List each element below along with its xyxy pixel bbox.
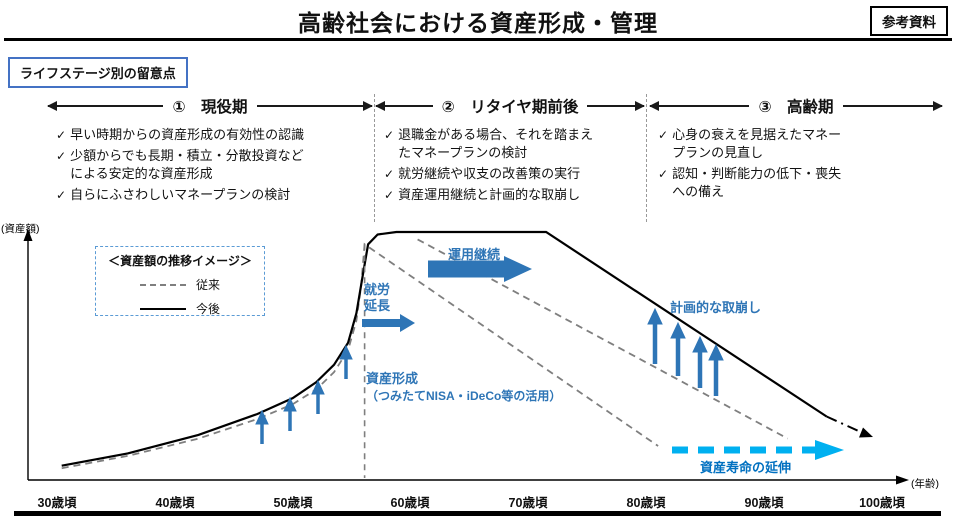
right-arrow-icon	[587, 105, 645, 107]
bullet-text: 少額からでも長期・積立・分散投資などによる安定的な資産形成	[70, 147, 304, 181]
stage-points: ✓心身の衰えを見据えたマネープランの見直し ✓認知・判断能力の低下・喪失への備え	[658, 126, 850, 201]
planned-withdrawal-arrows	[647, 307, 724, 396]
series-aux-unplanned-decline	[417, 238, 789, 440]
x-tick-60: 60歳頃	[390, 496, 430, 510]
x-axis-label: (年齢)	[911, 478, 939, 490]
left-arrow-icon	[650, 105, 750, 107]
bullet-text: 心身の衰えを見据えたマネープランの見直し	[672, 127, 842, 160]
check-icon: ✓	[658, 128, 669, 142]
x-tick-100: 100歳頃	[859, 496, 905, 510]
left-arrow-icon	[48, 105, 164, 107]
x-tick-70: 70歳頃	[508, 496, 548, 510]
header-rule	[4, 38, 952, 41]
series-future-extension	[826, 415, 866, 436]
bullet-text: 認知・判断能力の低下・喪失への備え	[672, 165, 842, 199]
stage-elderly-period: ③ 高齢期 ✓心身の衰えを見据えたマネープランの見直し ✓認知・判断能力の低下・…	[650, 93, 942, 204]
page-title: 高齢社会における資産形成・管理	[298, 10, 658, 36]
bullet-text: 退職金がある場合、それを踏まえたマネープランの検討	[398, 127, 594, 160]
stage-title: ③ 高齢期	[758, 99, 834, 116]
check-icon: ✓	[56, 187, 67, 202]
y-axis-label: (資産額)	[1, 223, 40, 235]
stage-title: ② リタイヤ期前後	[441, 99, 579, 116]
check-icon: ✓	[658, 166, 669, 181]
chart-legend: ＜資産額の推移イメージ＞ 従来 今後	[95, 246, 265, 316]
annotation-work-extension: 就労延長	[364, 282, 391, 314]
bullet-item: ✓退職金がある場合、それを踏まえたマネープランの検討	[384, 126, 594, 162]
asset-longevity-arrow	[672, 440, 844, 460]
stage-around-retirement: ② リタイヤ期前後 ✓退職金がある場合、それを踏まえたマネープランの検討 ✓就労…	[376, 93, 645, 207]
x-tick-90: 90歳頃	[744, 496, 784, 510]
bullet-item: ✓心身の衰えを見据えたマネープランの見直し	[658, 126, 850, 162]
right-arrow-icon	[256, 105, 372, 107]
check-icon: ✓	[384, 128, 395, 142]
stage-header: ③ 高齢期	[650, 93, 942, 119]
check-icon: ✓	[56, 148, 67, 163]
bullet-text: 早い時期からの資産形成の有効性の認識	[70, 127, 305, 142]
legend-row-conventional: 従来	[96, 276, 264, 293]
legend-row-future: 今後	[96, 300, 264, 317]
right-arrow-icon	[842, 105, 942, 107]
annotation-continue-management: 運用継続	[448, 247, 501, 262]
left-arrow-icon	[376, 105, 433, 107]
bullet-item: ✓自らにふさわしいマネープランの検討	[56, 186, 316, 204]
stage-points: ✓退職金がある場合、それを踏まえたマネープランの検討 ✓就労継続や収支の改善策の…	[384, 126, 594, 204]
stage-separator	[646, 94, 647, 222]
solid-line-icon	[139, 307, 186, 310]
dashed-line-icon	[139, 283, 186, 286]
footer-bar	[14, 511, 941, 516]
x-tick-30: 30歳頃	[37, 496, 77, 510]
bullet-text: 就労継続や収支の改善策の実行	[398, 165, 581, 181]
stage-title: ① 現役期	[172, 99, 248, 116]
extension-line-arrowhead	[859, 427, 873, 438]
stage-header: ② リタイヤ期前後	[376, 93, 645, 119]
bullet-item: ✓認知・判断能力の低下・喪失への備え	[658, 165, 850, 201]
stage-header: ① 現役期	[48, 93, 372, 119]
legend-label: 従来	[195, 278, 220, 292]
annotation-asset-longevity: 資産寿命の延伸	[700, 460, 792, 475]
work-extension-arrow	[362, 314, 415, 332]
bullet-item: ✓就労継続や収支の改善策の実行	[384, 165, 594, 183]
x-tick-80: 80歳頃	[626, 496, 666, 510]
section-label: ライフステージ別の留意点	[8, 57, 188, 88]
bullet-item: ✓少額からでも長期・積立・分散投資などによる安定的な資産形成	[56, 147, 316, 183]
stage-points: ✓早い時期からの資産形成の有効性の認識 ✓少額からでも長期・積立・分散投資などに…	[56, 126, 316, 204]
stage-working-period: ① 現役期 ✓早い時期からの資産形成の有効性の認識 ✓少額からでも長期・積立・分…	[48, 93, 372, 207]
annotation-planned-withdrawal: 計画的な取崩し	[670, 300, 762, 315]
legend-label: 今後	[195, 302, 220, 316]
legend-title: ＜資産額の推移イメージ＞	[108, 254, 252, 268]
x-tick-50: 50歳頃	[273, 496, 313, 510]
stage-separator	[374, 94, 375, 222]
annotation-asset-formation-detail: （つみたてNISA・iDeCo等の活用）	[366, 389, 562, 403]
bullet-text: 資産運用継続と計画的な取崩し	[398, 186, 581, 202]
asset-formation-arrows	[255, 344, 353, 444]
bullet-text: 自らにふさわしいマネープランの検討	[70, 186, 291, 202]
annotation-asset-formation: 資産形成	[366, 371, 419, 386]
bullet-item: ✓早い時期からの資産形成の有効性の認識	[56, 126, 316, 144]
check-icon: ✓	[384, 187, 395, 202]
check-icon: ✓	[56, 128, 67, 142]
x-axis-arrowhead	[896, 475, 909, 485]
x-tick-40: 40歳頃	[155, 496, 195, 510]
bullet-item: ✓資産運用継続と計画的な取崩し	[384, 186, 594, 204]
check-icon: ✓	[384, 166, 395, 181]
reference-badge: 参考資料	[870, 6, 948, 36]
